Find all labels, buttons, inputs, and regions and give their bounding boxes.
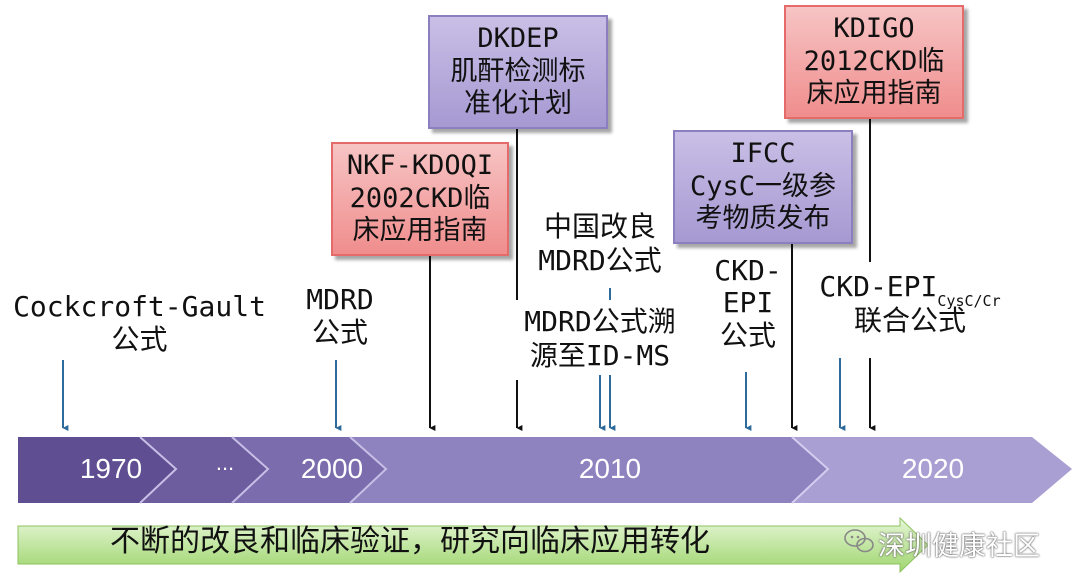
year-2000: 2000 [300,453,364,484]
timeline-bar [18,436,1072,504]
chevron-segment-2000 [232,437,386,503]
box-kdigo: KDIGO 2012CKD临 床应用指南 [784,5,964,119]
progress-arrow [17,516,929,574]
label-ckd-epi-cys: CKD-EPICysC/Cr 联合公式 [819,270,1001,337]
watermark: 深圳健康社区 [878,524,1040,563]
year-2020: 2020 [901,453,965,484]
label-mdrd: MDRD 公式 [306,283,374,350]
box-ifcc: IFCC CysC一级参 考物质发布 [673,130,853,244]
label-cockcroft-gault: Cockcroft-Gault 公式 [13,290,266,357]
chevron-segment-2020 [792,437,1072,503]
guideline-arrows [429,118,876,431]
chevron-segment-1970 [18,437,176,503]
box-dkdep: DKDEP 肌酐检测标 准化计划 [428,15,608,129]
chevron-segment-ellipsis [140,437,268,503]
progress-caption: 不断的改良和临床验证，研究向临床应用转化 [110,524,710,559]
label-ckd-epi: CKD- EPI 公式 [714,254,782,352]
formula-arrows [62,288,846,431]
wechat-icon [844,529,874,553]
label-china-mdrd: 中国改良 MDRD公式 [538,210,662,278]
chevron-segment-2010 [350,437,828,503]
watermark-text: 深圳健康社区 [878,531,1040,562]
label-mdrd-trace: MDRD公式溯 源至ID-MS [524,305,676,373]
year-2010: 2010 [578,453,642,484]
year-ellipsis: ... [215,450,235,475]
box-nkf-kdoqi: NKF-KDOQI 2002CKD临 床应用指南 [331,142,509,256]
year-1970: 1970 [79,453,143,484]
